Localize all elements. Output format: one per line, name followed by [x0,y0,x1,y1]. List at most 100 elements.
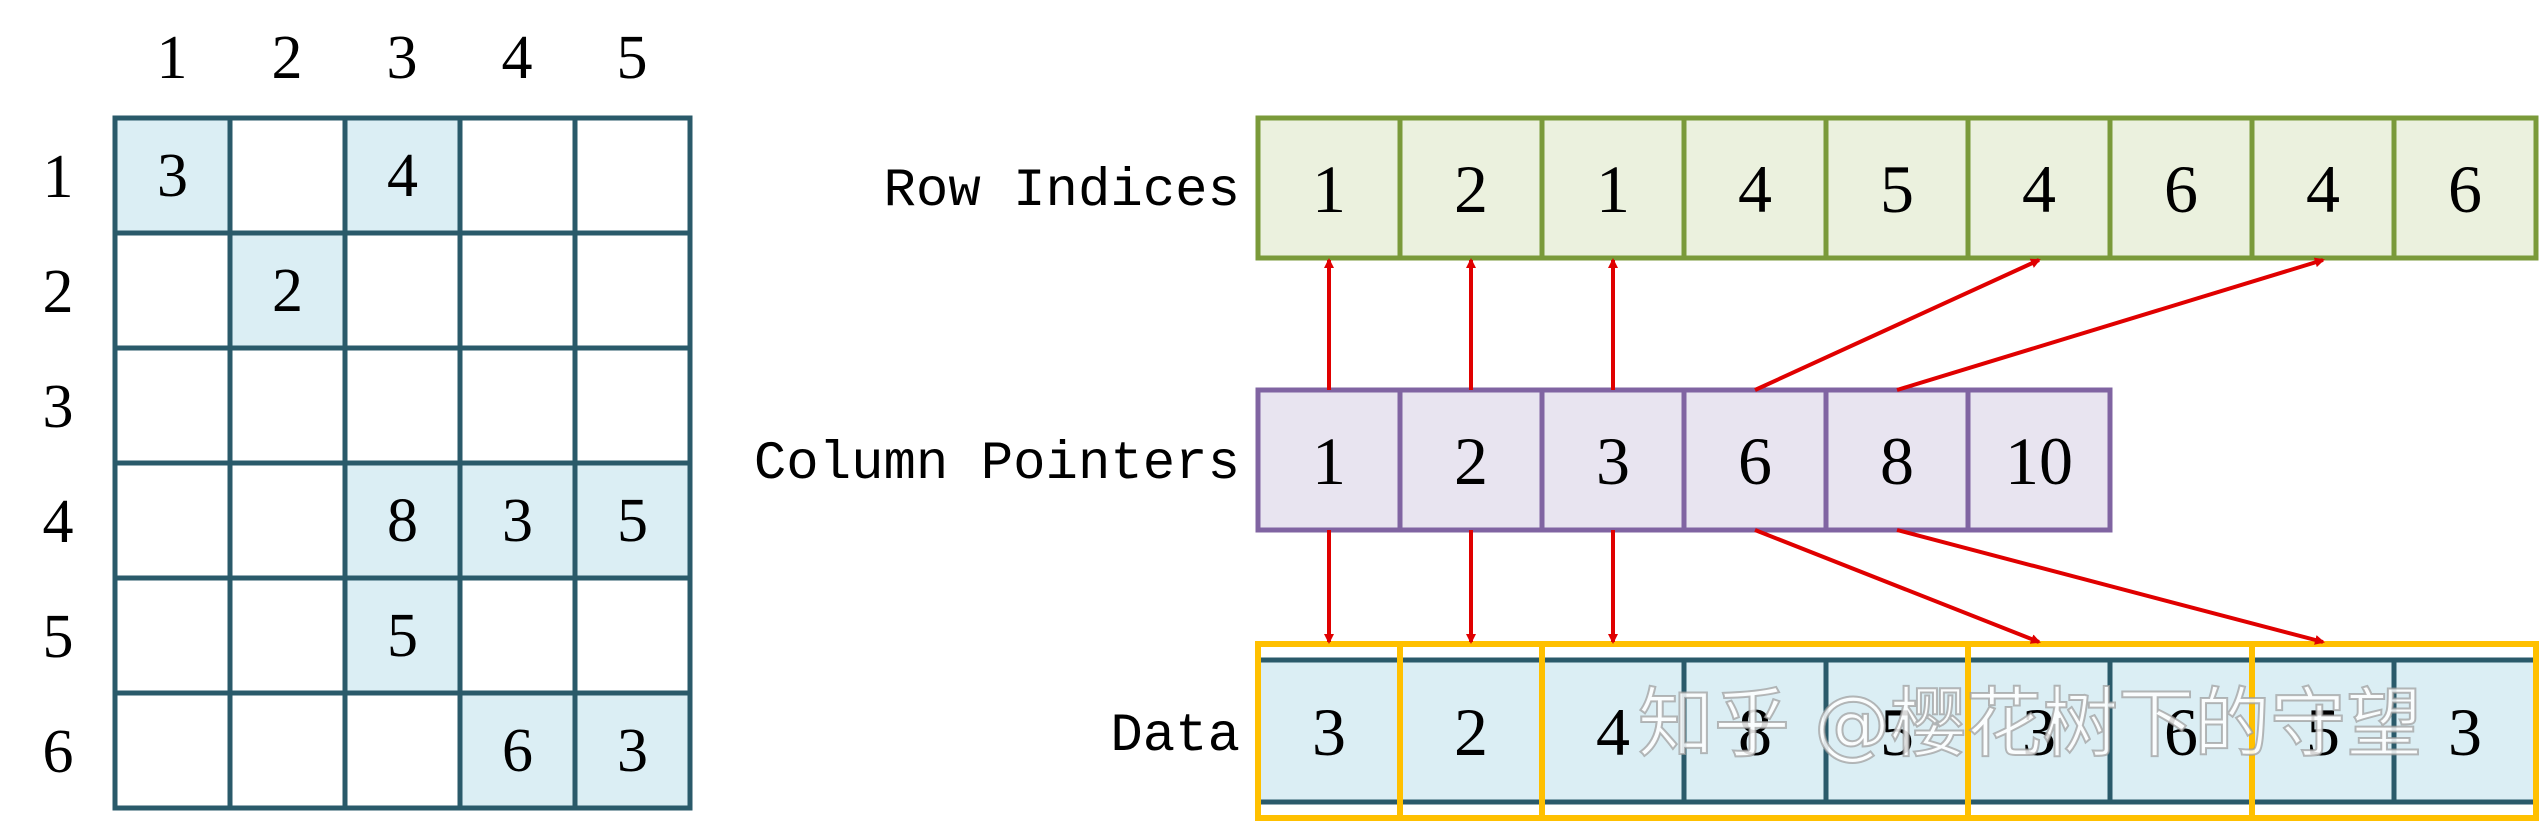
matrix-cell-value: 3 [502,487,533,555]
data-cell-value: 6 [2164,694,2198,770]
row-index-cell [1255,115,1403,261]
matrix-cell-value: 5 [617,487,648,555]
matrix-cell [227,690,348,811]
matrix-cell [112,575,233,696]
pointer-to-row-index-arrow [1896,257,2325,392]
column-pointer-cell-value: 1 [1312,423,1346,499]
column-pointer-cell-value: 3 [1596,423,1630,499]
matrix-cell [112,690,233,811]
data-cell [1397,657,1545,805]
row-indices-cells: 1 2 1 4 5 4 6 4 6 [1255,115,2539,261]
matrix-row-header: 5 [43,603,74,671]
data-cell-value: 3 [2022,694,2056,770]
column-pointers-label: Column Pointers [754,434,1240,495]
data-cell-value: 8 [1738,694,1772,770]
data-cell-value: 2 [1454,694,1488,770]
row-index-cell-value: 1 [1596,151,1630,227]
matrix-col-header: 4 [502,24,533,92]
matrix-cell [112,460,233,581]
matrix-cell [342,230,463,351]
row-index-cell [1539,115,1687,261]
row-index-cell-value: 4 [2022,151,2056,227]
matrix-row-header: 1 [43,143,74,211]
matrix-col-header: 1 [157,24,188,92]
matrix-cell [572,460,693,581]
row-indices-array: Row Indices 1 2 1 4 5 4 6 4 6 [884,115,2539,261]
matrix-cell [572,115,693,236]
sparse-matrix: 1 2 3 4 5 1 2 3 4 5 6 3 4 2 8 3 5 5 6 3 [43,24,693,811]
matrix-cell [112,230,233,351]
matrix-cell [457,115,578,236]
matrix-cell [572,345,693,466]
matrix-cell-value: 3 [157,142,188,210]
matrix-cell [572,690,693,811]
matrix-cell-value: 2 [272,257,303,325]
matrix-row-header: 6 [43,718,74,786]
row-index-cell [1823,115,1971,261]
column-pointer-cell [1397,387,1545,533]
matrix-cell-value: 4 [387,142,418,210]
row-index-cell-value: 6 [2164,151,2198,227]
data-cell-value: 4 [1596,694,1630,770]
column-pointer-cell-value: 10 [2005,423,2073,499]
column-pointer-cell [1255,387,1403,533]
matrix-column-headers: 1 2 3 4 5 [157,24,648,92]
matrix-cell [227,115,348,236]
data-cell-value: 5 [2306,694,2340,770]
row-index-cell-value: 6 [2448,151,2482,227]
pointer-to-data-arrow [1754,528,2041,644]
matrix-cells: 3 4 2 8 3 5 5 6 3 [112,115,693,811]
column-pointer-cell-value: 8 [1880,423,1914,499]
pointer-to-data-arrow [1896,528,2325,645]
row-indices-label: Row Indices [884,161,1240,222]
matrix-cell-value: 5 [387,602,418,670]
column-pointer-cell [1965,387,2113,533]
matrix-cell-value: 8 [387,487,418,555]
matrix-cell [457,575,578,696]
data-array: Data 3 2 4 8 5 3 6 5 3 [1110,641,2539,821]
matrix-cell [457,230,578,351]
data-column-groups [1255,641,2539,821]
watermark: 知乎 @樱花树下的守望 [1638,679,2422,768]
matrix-col-header: 3 [387,24,418,92]
row-index-cell-value: 2 [1454,151,1488,227]
data-cell-value: 3 [1312,694,1346,770]
data-cell [1539,657,1687,805]
data-cells: 3 2 4 8 5 3 6 5 3 [1255,657,2539,805]
matrix-cell [457,345,578,466]
matrix-cell [572,575,693,696]
row-index-cell [2391,115,2539,261]
matrix-cell [572,230,693,351]
row-index-cell-value: 5 [1880,151,1914,227]
matrix-cell [227,575,348,696]
data-cell [1255,657,1403,805]
matrix-row-header: 2 [43,258,74,326]
data-cell [1823,657,1971,805]
matrix-cell [227,460,348,581]
row-index-cell [2249,115,2397,261]
matrix-cell-value: 6 [502,717,533,785]
matrix-cell [112,345,233,466]
column-pointer-cell [1823,387,1971,533]
row-index-cell-value: 1 [1312,151,1346,227]
pointer-arrows [1324,257,2325,645]
matrix-row-header: 4 [43,488,74,556]
column-pointers-cells: 1 2 3 6 8 10 [1255,387,2113,533]
data-column-group [2249,641,2539,821]
matrix-cell [342,690,463,811]
matrix-cell [342,345,463,466]
matrix-row-headers: 1 2 3 4 5 6 [43,143,74,786]
matrix-cell-value: 3 [617,717,648,785]
data-cell-value: 3 [2448,694,2482,770]
pointer-to-row-index-arrow [1754,258,2041,392]
column-pointers-array: Column Pointers 1 2 3 6 8 10 [754,387,2113,533]
data-cell-value: 5 [1880,694,1914,770]
matrix-row-header: 3 [43,373,74,441]
row-index-cell-value: 4 [2306,151,2340,227]
column-pointer-cell-value: 2 [1454,423,1488,499]
data-label: Data [1110,706,1240,767]
matrix-col-header: 5 [617,24,648,92]
row-index-cell-value: 4 [1738,151,1772,227]
column-pointer-cell-value: 6 [1738,423,1772,499]
